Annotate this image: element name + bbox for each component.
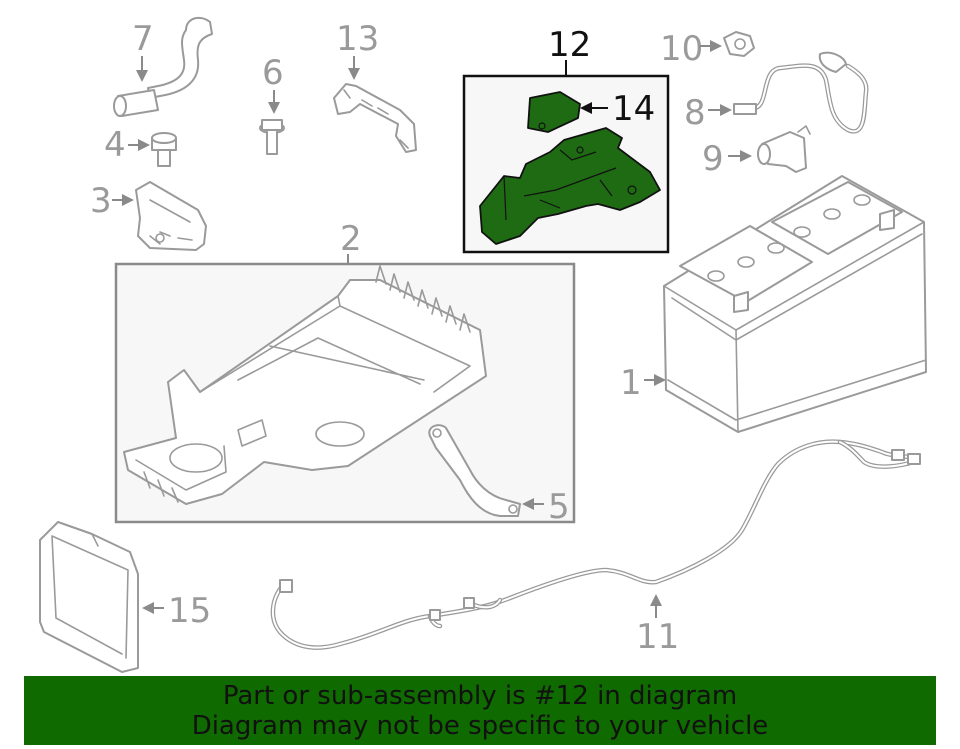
svg-text:15: 15 bbox=[168, 591, 211, 631]
callout-3: 3 bbox=[90, 181, 134, 221]
svg-text:8: 8 bbox=[684, 93, 706, 133]
part-3-bracket bbox=[135, 181, 207, 251]
svg-text:11: 11 bbox=[636, 617, 679, 657]
callout-12: 12 bbox=[548, 25, 591, 76]
callout-6: 6 bbox=[262, 53, 284, 114]
callout-8: 8 bbox=[684, 93, 732, 133]
svg-text:1: 1 bbox=[620, 363, 642, 403]
part-12-assembly bbox=[479, 127, 661, 245]
part-2-tray bbox=[123, 265, 487, 505]
svg-text:4: 4 bbox=[104, 125, 126, 165]
callout-14: 14 bbox=[580, 89, 655, 129]
part-9-sensor bbox=[757, 125, 811, 173]
svg-text:5: 5 bbox=[548, 487, 570, 527]
part-1-battery bbox=[663, 175, 927, 433]
part-7-vent-hose bbox=[113, 16, 213, 117]
part-4-bolt bbox=[151, 132, 177, 167]
part-6-bolt bbox=[259, 119, 285, 155]
svg-text:2: 2 bbox=[340, 219, 362, 259]
part-11-wiring-harness bbox=[270, 439, 921, 650]
svg-text:6: 6 bbox=[262, 53, 284, 93]
svg-text:3: 3 bbox=[90, 181, 112, 221]
callout-4: 4 bbox=[104, 125, 150, 165]
callout-5: 5 bbox=[522, 487, 570, 527]
callout-2: 2 bbox=[340, 219, 362, 264]
footer-line-2: Diagram may not be specific to your vehi… bbox=[191, 710, 769, 741]
part-10-nut bbox=[723, 31, 755, 57]
callout-13: 13 bbox=[336, 19, 379, 80]
footer-banner: Part or sub-assembly is #12 in diagram D… bbox=[24, 676, 936, 745]
callout-15: 15 bbox=[142, 591, 211, 631]
svg-text:14: 14 bbox=[612, 89, 655, 129]
part-13-bracket bbox=[333, 83, 417, 153]
callout-11: 11 bbox=[636, 594, 679, 657]
svg-text:9: 9 bbox=[702, 139, 724, 179]
footer-line-1: Part or sub-assembly is #12 in diagram bbox=[222, 680, 738, 711]
part-5-strap bbox=[428, 424, 521, 517]
svg-text:12: 12 bbox=[548, 25, 591, 65]
svg-text:7: 7 bbox=[132, 19, 154, 59]
callout-1: 1 bbox=[620, 363, 666, 403]
callout-10: 10 bbox=[660, 29, 722, 69]
part-15-cover bbox=[39, 521, 139, 673]
callout-7: 7 bbox=[132, 19, 154, 82]
part-8-ground-cable bbox=[733, 51, 869, 134]
callout-9: 9 bbox=[702, 139, 752, 179]
part-14-bracket bbox=[527, 91, 581, 133]
svg-text:10: 10 bbox=[660, 29, 703, 69]
svg-text:13: 13 bbox=[336, 19, 379, 59]
